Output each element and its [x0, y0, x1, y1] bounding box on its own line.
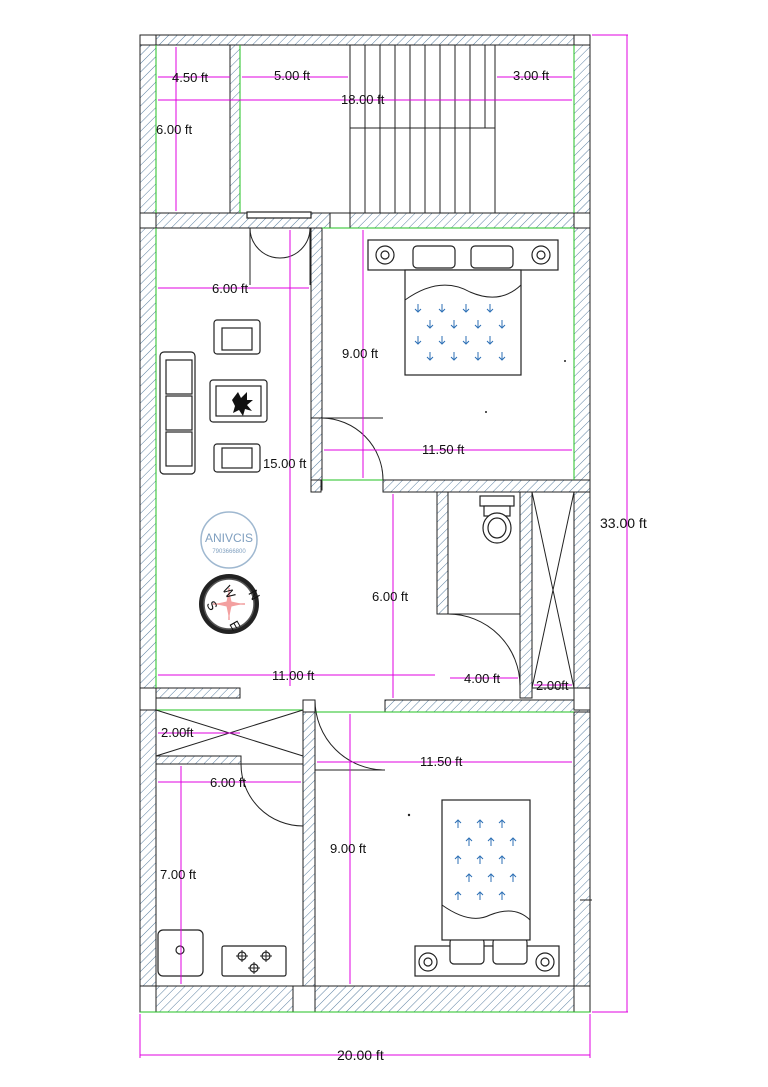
- bed-pattern-arrow: [476, 855, 484, 864]
- dimension-labels: 4.50 ft 5.00 ft 3.00 ft 18.00 ft 6.00 ft…: [156, 68, 647, 1063]
- bed-pattern-arrow: [509, 837, 517, 846]
- dim-bed1-width: 11.50 ft: [422, 442, 465, 457]
- bed-pattern-arrow: [450, 320, 458, 329]
- bed-1-pattern: [414, 304, 506, 361]
- bed-pattern-arrow: [414, 336, 422, 345]
- toilet: [479, 495, 515, 544]
- bed-2-pattern: [454, 819, 517, 900]
- dim-top-total-width: 18.00 ft: [341, 92, 385, 107]
- dim-passage-height: 6.00 ft: [372, 589, 409, 604]
- dim-middle-width: 11.00 ft: [272, 668, 315, 683]
- bed-pattern-arrow: [474, 352, 482, 361]
- bed-pattern-arrow: [462, 336, 470, 345]
- bed-pattern-arrow: [462, 304, 470, 313]
- bed-pattern-arrow: [476, 819, 484, 828]
- bed-pattern-arrow: [426, 320, 434, 329]
- dim-living-height: 15.00 ft: [263, 456, 307, 471]
- bed-pattern-arrow: [498, 320, 506, 329]
- dim-top-mid-width: 5.00 ft: [274, 68, 311, 83]
- bed-pattern-arrow: [498, 352, 506, 361]
- bed-pattern-arrow: [487, 837, 495, 846]
- bed-pattern-arrow: [465, 873, 473, 882]
- dim-top-left-width: 4.50 ft: [172, 70, 209, 85]
- bed-pattern-arrow: [438, 336, 446, 345]
- logo-phone: 7903666800: [212, 549, 246, 555]
- bed-pattern-arrow: [414, 304, 422, 313]
- dim-bed2-width: 11.50 ft: [420, 754, 463, 769]
- bed-pattern-arrow: [454, 855, 462, 864]
- bed-pattern-arrow: [438, 304, 446, 313]
- bed-pattern-arrow: [474, 320, 482, 329]
- dim-lobby-depth: 2.00ft: [161, 725, 194, 740]
- bed-pattern-arrow: [450, 352, 458, 361]
- dim-bed2-height: 9.00 ft: [330, 841, 367, 856]
- staircase: [349, 44, 496, 214]
- compass-icon: N W S E: [199, 574, 263, 634]
- plant-icon: [232, 392, 253, 416]
- dim-overall-height: 33.00 ft: [600, 515, 647, 531]
- dim-kitchen-height: 7.00 ft: [160, 867, 197, 882]
- gas-stove: [221, 945, 287, 977]
- bed-pattern-arrow: [498, 855, 506, 864]
- logo-name: ANIVCIS: [205, 531, 253, 545]
- bed-pattern-arrow: [498, 891, 506, 900]
- bed-pattern-arrow: [486, 336, 494, 345]
- bed-1: [367, 239, 559, 376]
- bed-pattern-arrow: [426, 352, 434, 361]
- dim-top-right-width: 3.00 ft: [513, 68, 550, 83]
- bed-pattern-arrow: [454, 819, 462, 828]
- dim-top-height: 6.00 ft: [156, 122, 193, 137]
- bed-pattern-arrow: [465, 837, 473, 846]
- bed-2: [414, 799, 560, 977]
- brand-logo: ANIVCIS 7903666800: [200, 511, 258, 569]
- dim-overall-width: 20.00 ft: [337, 1047, 384, 1063]
- dim-closet-width: 2.00ft: [536, 678, 569, 693]
- bed-pattern-arrow: [487, 873, 495, 882]
- dim-living-width: 6.00 ft: [212, 281, 249, 296]
- bed-pattern-arrow: [486, 304, 494, 313]
- dim-bath-width: 4.00 ft: [464, 671, 501, 686]
- sofa: [159, 351, 196, 475]
- dimension-lines: [139, 34, 628, 1058]
- bed-pattern-arrow: [498, 819, 506, 828]
- dim-bed1-height: 9.00 ft: [342, 346, 379, 361]
- dim-kitchen-width: 6.00 ft: [210, 775, 247, 790]
- bed-pattern-arrow: [476, 891, 484, 900]
- bed-pattern-arrow: [454, 891, 462, 900]
- bed-pattern-arrow: [509, 873, 517, 882]
